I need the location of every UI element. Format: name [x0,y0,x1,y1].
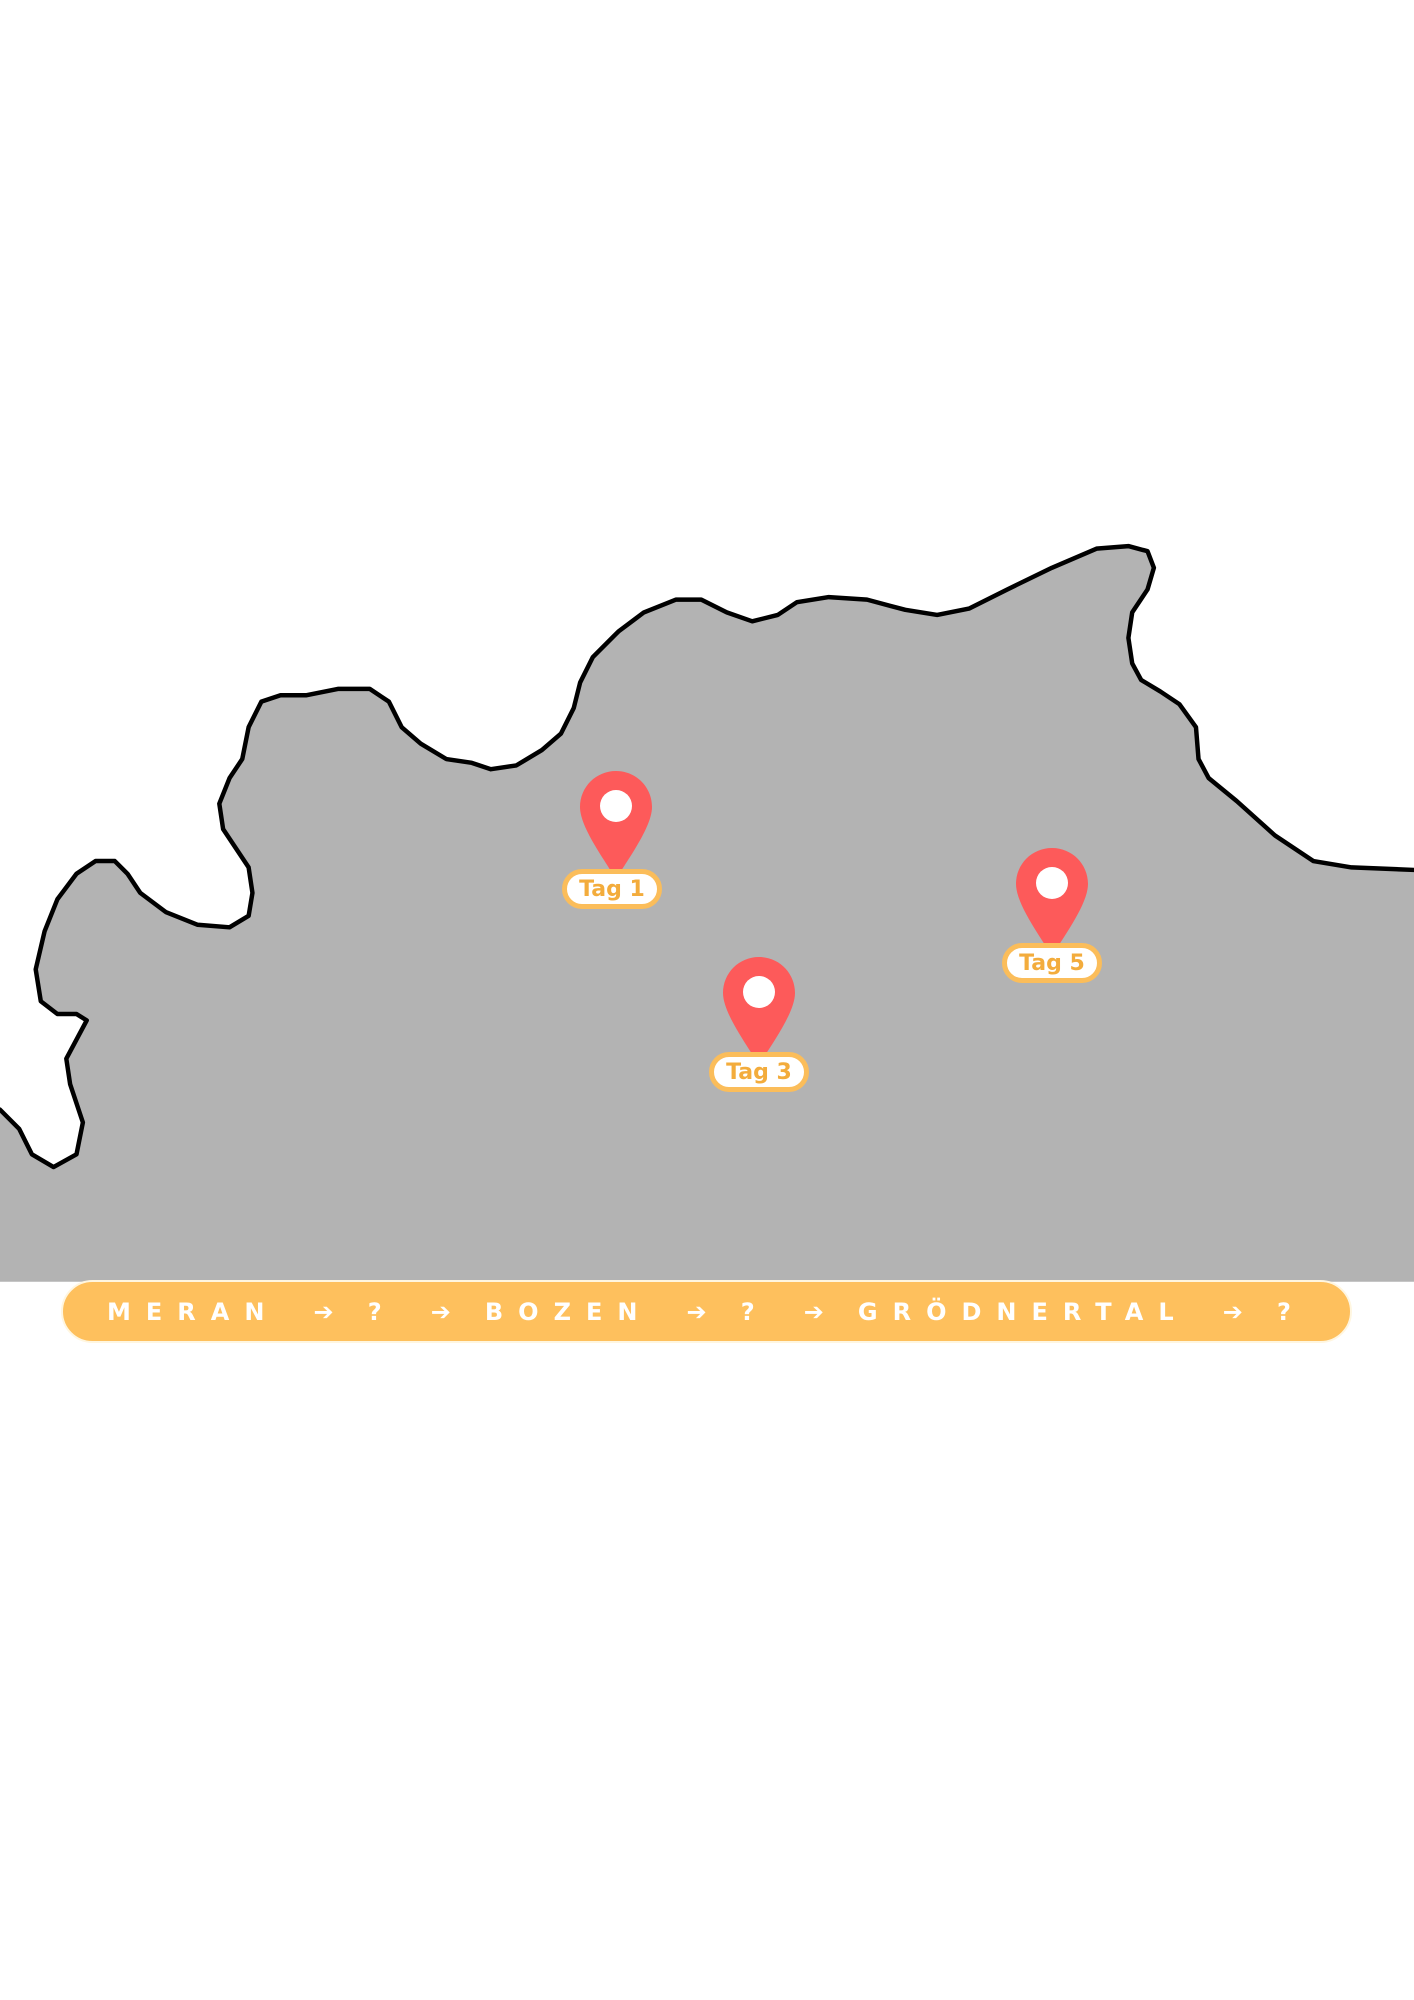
arrow-right-icon: ➔ [803,1297,824,1326]
region-border [0,543,1414,1170]
arrow-right-icon: ➔ [430,1297,451,1326]
route-stop: BOZEN [484,1297,653,1326]
marker-label: Tag 3 [709,1052,809,1092]
route-banner: MERAN ➔ ? ➔ BOZEN ➔ ? ➔ GRÖDNERTAL ➔ ? [61,1280,1352,1343]
route-stop: MERAN [107,1297,280,1326]
arrow-right-icon: ➔ [686,1297,707,1326]
marker-label: Tag 1 [562,869,662,909]
map-pin-icon[interactable] [1016,848,1088,956]
map-pin-icon[interactable] [580,771,652,879]
route-stop: GRÖDNERTAL [857,1297,1189,1326]
route-stop: ? [367,1297,397,1326]
route-stop: ? [740,1297,770,1326]
route-stop: ? [1276,1297,1306,1326]
arrow-right-icon: ➔ [313,1297,334,1326]
region-shape [0,546,1414,1282]
marker-label: Tag 5 [1002,943,1102,983]
map-pin-icon[interactable] [723,957,795,1065]
arrow-right-icon: ➔ [1222,1297,1243,1326]
